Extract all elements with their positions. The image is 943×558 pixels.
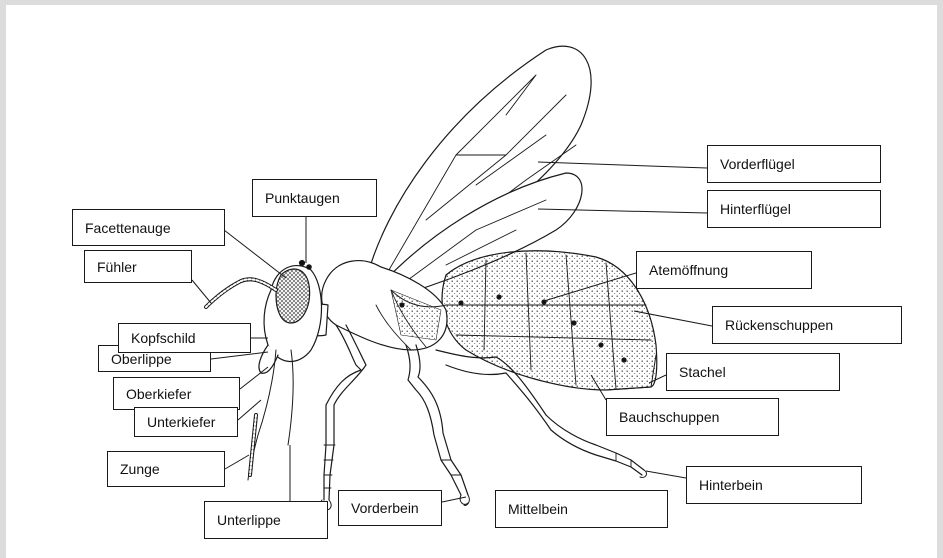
label-unterlippe: Unterlippe — [204, 501, 328, 539]
label-stachel: Stachel — [666, 353, 840, 391]
label-atemoeffnung: Atemöffnung — [636, 251, 812, 289]
label-mittelbein: Mittelbein — [495, 490, 668, 528]
label-bauchschuppen: Bauchschuppen — [606, 398, 779, 436]
diagram-frame: Vorderflügel Hinterflügel Punktaugen Fac… — [6, 5, 937, 558]
label-unterkiefer: Unterkiefer — [134, 407, 238, 437]
label-hinterbein: Hinterbein — [686, 466, 862, 504]
label-vorderbein: Vorderbein — [338, 490, 442, 526]
label-hinterfluegel: Hinterflügel — [707, 190, 881, 228]
label-fuehler: Fühler — [84, 250, 192, 283]
label-oberkiefer: Oberkiefer — [113, 377, 240, 410]
label-zunge: Zunge — [107, 451, 225, 487]
label-vorderfluegel: Vorderflügel — [707, 145, 881, 183]
label-rueckenschuppen: Rückenschuppen — [712, 306, 902, 344]
front-leg — [324, 325, 361, 500]
label-facettenauge: Facettenauge — [72, 209, 225, 246]
label-kopfschild: Kopfschild — [118, 323, 251, 353]
abdomen — [442, 251, 657, 390]
label-punktaugen: Punktaugen — [252, 179, 377, 217]
